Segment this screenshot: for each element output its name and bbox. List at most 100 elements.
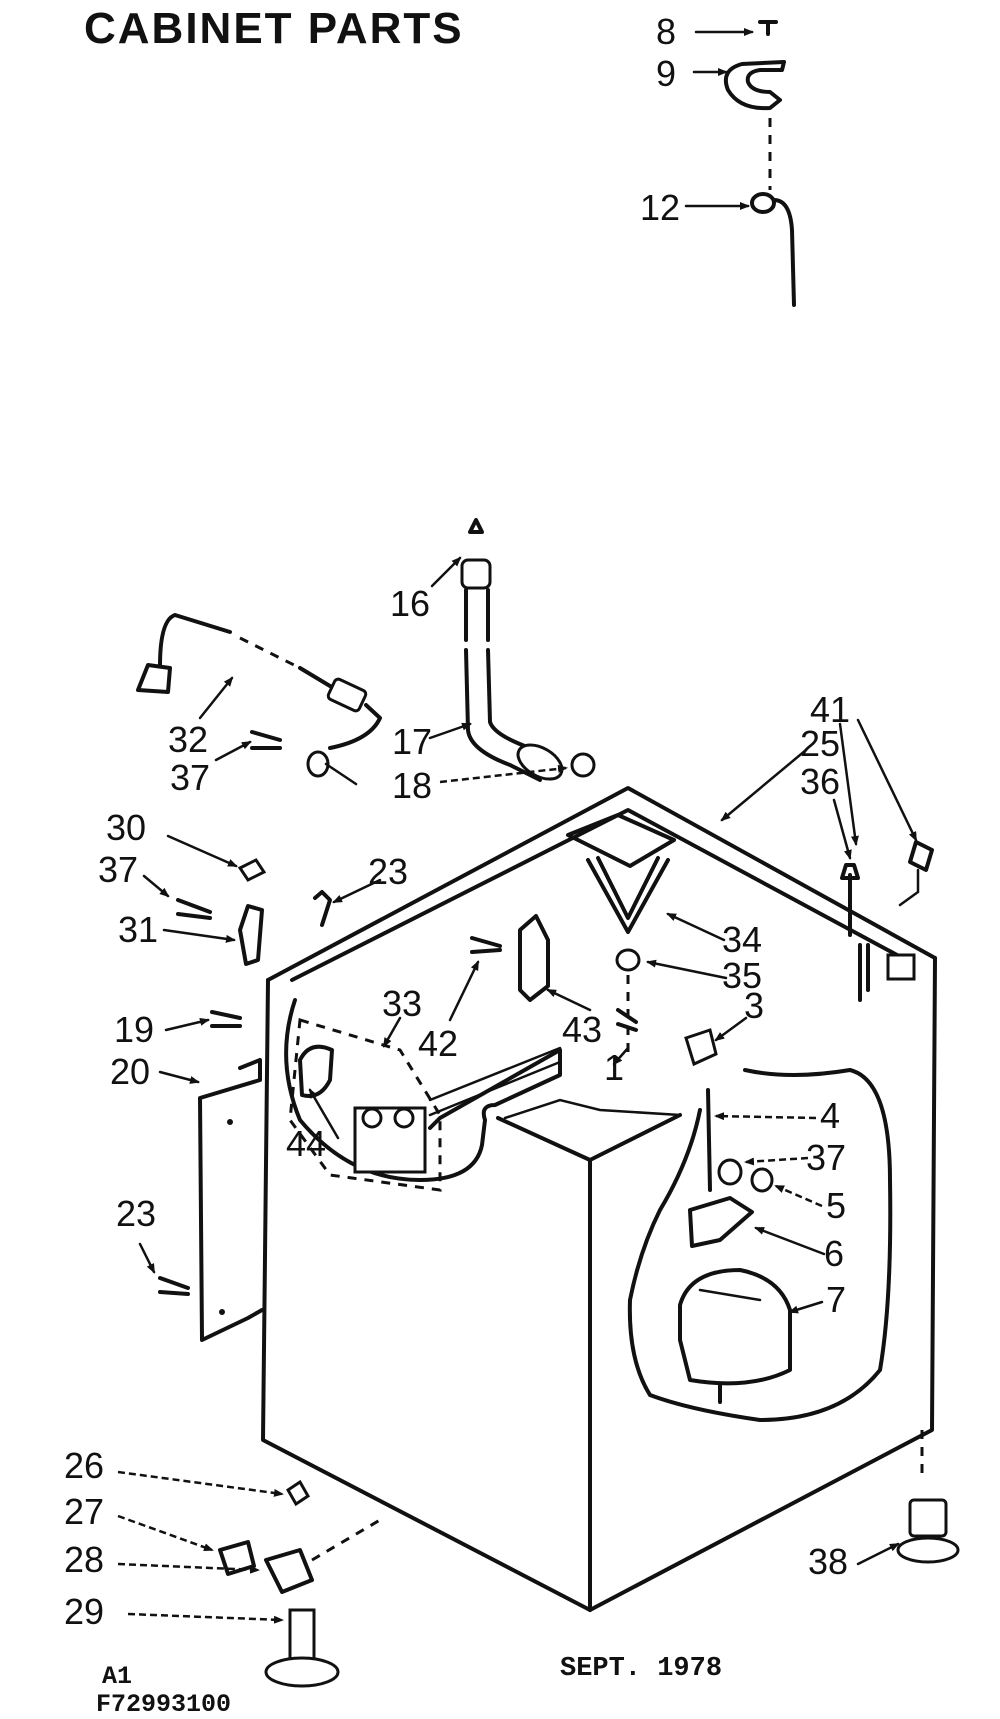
rod-drawing-2	[428, 1060, 562, 1117]
screw-19-drawing	[210, 1010, 242, 1028]
hose-16-end	[460, 558, 492, 590]
callout-9: 9	[656, 53, 676, 94]
harness-end	[324, 762, 358, 786]
callout-5: 5	[826, 1185, 846, 1226]
callout-18: 18	[392, 765, 432, 806]
leg-38-body	[908, 1498, 948, 1538]
leader-18	[439, 764, 568, 784]
callout-33: 33	[382, 983, 422, 1024]
leader-6	[754, 1226, 826, 1256]
clip-30-drawing	[237, 858, 267, 882]
leader-17	[428, 722, 472, 740]
leader-19	[164, 1017, 210, 1032]
mount-6-drawing	[688, 1196, 754, 1248]
hose-17-right	[486, 648, 552, 758]
screw-5-drawing	[750, 1167, 774, 1193]
switch-knob-1	[361, 1107, 383, 1129]
right-service-cutout	[627, 1068, 893, 1422]
panel-20-hole-2	[219, 1309, 225, 1315]
leader-27	[117, 1514, 214, 1552]
cord-12-drawing	[772, 198, 796, 307]
callout-17: 17	[392, 721, 432, 762]
part-list-number: F72993100	[96, 1690, 232, 1719]
callout-28: 28	[64, 1539, 104, 1580]
control-panel-assembly	[288, 1018, 562, 1192]
harness-32-drawing	[136, 613, 382, 786]
callout-31: 31	[118, 909, 158, 950]
revision-code: A1	[102, 1662, 133, 1691]
leader-3	[714, 1016, 748, 1042]
leader-44	[308, 1088, 340, 1140]
pump-assembly-drawing	[678, 1088, 792, 1404]
bracket-28-dashline	[311, 1518, 381, 1562]
leader-23b	[138, 1242, 156, 1274]
clip-41-drawing	[908, 840, 934, 872]
leader-lines	[117, 28, 918, 1624]
clamp-16-drawing	[468, 518, 484, 534]
leader-28	[117, 1562, 260, 1574]
harness-wire-1	[158, 613, 232, 668]
callout-42: 42	[418, 1023, 458, 1064]
callout-4: 4	[820, 1095, 840, 1136]
callout-41: 41	[810, 689, 850, 730]
leader-32	[198, 676, 234, 720]
panel-33-outline	[288, 1018, 442, 1192]
leader-1	[612, 1046, 630, 1066]
leg-38-foot	[896, 1536, 960, 1564]
callout-numbers: 8 9 12 16 32 37 17 18 41 25 36 30 37 23 …	[64, 11, 850, 1632]
callout-34: 34	[722, 919, 762, 960]
spring-bracket-34	[586, 858, 670, 934]
callout-37c: 37	[806, 1137, 846, 1178]
grommet-12-drawing	[750, 192, 776, 214]
screw-42-drawing	[470, 936, 502, 954]
harness-wire-3	[328, 703, 382, 750]
leader-35	[646, 959, 728, 980]
rod-4-drawing	[706, 1088, 712, 1192]
motor-7-drawing	[678, 1268, 792, 1386]
callout-3: 3	[744, 985, 764, 1026]
leader-38	[856, 1542, 900, 1566]
top-corner-bracket	[566, 813, 676, 868]
callout-36: 36	[800, 761, 840, 802]
leader-37b	[142, 874, 170, 898]
clamp-9-drawing	[723, 60, 786, 111]
bracket-31-drawing	[238, 904, 264, 966]
cabinet-left-face	[261, 978, 592, 1612]
cabinet-inner-rim	[290, 808, 912, 982]
callout-7: 7	[826, 1279, 846, 1320]
callout-30: 30	[106, 807, 146, 848]
screw-37b-drawing	[176, 898, 212, 920]
leader-37c	[744, 1156, 809, 1166]
clamp-assembly-drawing	[723, 20, 796, 307]
leader-43	[546, 988, 592, 1012]
bracket-43-drawing	[518, 914, 550, 1002]
plug-32-drawing	[136, 663, 172, 694]
callout-19: 19	[114, 1009, 154, 1050]
spring-bracket-34-inner	[596, 856, 660, 920]
panel-20-hole-1	[227, 1119, 233, 1125]
leader-7	[788, 1300, 824, 1314]
leg-parts-drawing	[218, 1430, 960, 1688]
callout-43: 43	[562, 1009, 602, 1050]
screw-8-drawing	[758, 20, 778, 36]
leader-5	[774, 1184, 823, 1208]
callout-20: 20	[110, 1051, 150, 1092]
left-service-cutout	[284, 998, 562, 1182]
leader-34	[666, 912, 726, 942]
leader-30	[166, 834, 238, 868]
cabinet-right-face	[588, 956, 937, 1612]
screw-23b-drawing	[158, 1276, 190, 1296]
center-small-parts	[470, 914, 718, 1067]
leader-42	[448, 960, 480, 1022]
block-3-drawing	[684, 1028, 718, 1067]
nut-26-drawing	[286, 1479, 310, 1507]
switch-knob-2	[393, 1107, 415, 1129]
leader-36	[832, 798, 852, 860]
leader-4	[714, 1112, 817, 1121]
cabinet-top-rim	[266, 786, 937, 982]
callout-16: 16	[390, 583, 430, 624]
callout-29: 29	[64, 1591, 104, 1632]
cabinet-front-edge	[496, 1113, 682, 1162]
leader-31	[162, 928, 236, 943]
bolt-37c-drawing	[717, 1158, 743, 1186]
